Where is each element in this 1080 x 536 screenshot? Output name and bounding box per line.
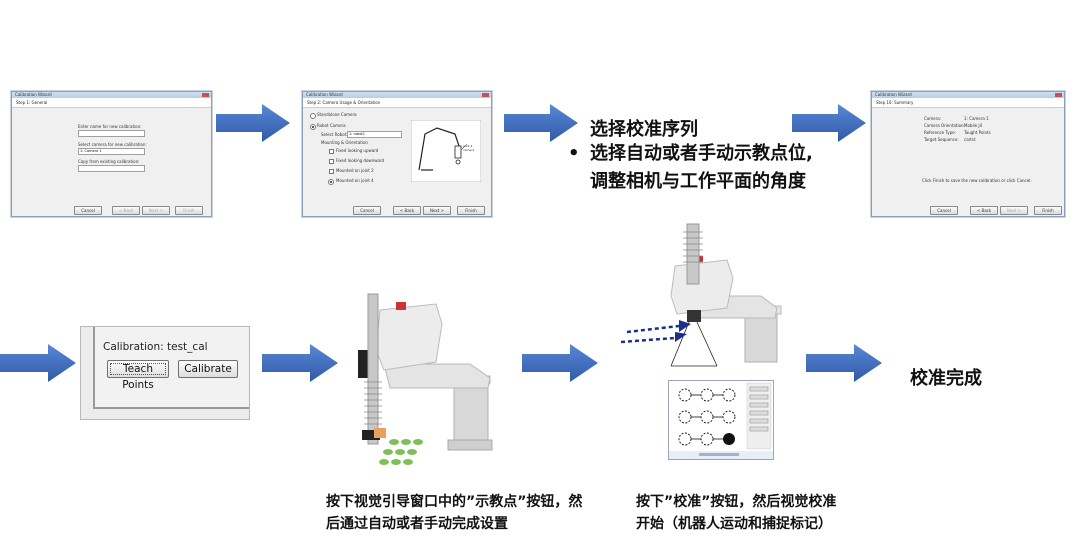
figure-note: joint 4 camera xyxy=(463,144,475,152)
wizard-title-bar: Calibration Wizard xyxy=(12,92,211,98)
finish-button[interactable]: Finish xyxy=(175,206,203,215)
wizard-title: Calibration Wizard xyxy=(875,92,912,97)
calibrate-caption-line: 按下”校准”按钮，然后视觉校准 xyxy=(636,494,837,510)
standalone-label: Standalone Camera xyxy=(317,112,357,117)
calibrate-button[interactable]: Calibrate xyxy=(178,360,238,378)
summary-value: Taught Points xyxy=(964,130,991,135)
wizard-title-bar: Calibration Wizard xyxy=(303,92,491,98)
flow-arrow xyxy=(504,104,578,142)
flow-arrow xyxy=(0,344,76,382)
back-button[interactable]: < Back xyxy=(970,206,998,215)
flow-arrow xyxy=(792,104,866,142)
cancel-button[interactable]: Cancel xyxy=(930,206,958,215)
camera-prompt: Select camera for new calibration: xyxy=(78,142,147,147)
next-button[interactable]: Next > xyxy=(1000,206,1028,215)
teach-points-label: Teach Points xyxy=(122,363,154,391)
wizard-body: Camera: 1: Camera 1 Camera Orientation: … xyxy=(872,108,1064,204)
teach-caption-line: 按下视觉引导窗口中的”示教点”按钮，然 xyxy=(326,494,583,510)
flow-arrow xyxy=(806,344,882,382)
wizard-title-bar: Calibration Wizard xyxy=(872,92,1064,98)
mount-option-label: Fixed looking upward xyxy=(336,148,379,153)
cancel-button[interactable]: Cancel xyxy=(353,206,381,215)
wizard-step-label: Step 2: Camera Usage & Orientation xyxy=(303,98,491,108)
mount-option-radio-selected[interactable] xyxy=(328,179,334,185)
flow-arrow xyxy=(216,104,290,142)
wizard-button-row: Cancel < Back Next > Finish xyxy=(872,206,1064,215)
wizard-window-camera-usage: Calibration Wizard Step 2: Camera Usage … xyxy=(302,91,492,217)
bullet-marker: • xyxy=(568,143,580,164)
next-button[interactable]: Next > xyxy=(423,206,451,215)
wizard-window-general: Calibration Wizard Step 1: General Enter… xyxy=(11,91,212,217)
robot-camera-radio[interactable] xyxy=(310,124,316,130)
select-robot-dropdown[interactable]: 1: robot1 xyxy=(347,131,402,138)
robot-orientation-figure xyxy=(411,120,481,182)
calibrate-label: Calibrate xyxy=(184,363,232,375)
bullet-line: 调整相机与工作平面的角度 xyxy=(590,171,806,192)
summary-key: Camera: xyxy=(924,116,942,121)
calibration-name-input[interactable] xyxy=(78,130,145,137)
wizard-body: Standalone Camera Robot Camera Select Ro… xyxy=(303,108,491,204)
mount-option-label: Mounted on joint 2 xyxy=(336,168,374,173)
mount-option-checkbox[interactable] xyxy=(329,159,334,164)
summary-value: Mobile J4 xyxy=(964,123,983,128)
summary-key: Camera Orientation: xyxy=(924,123,965,128)
wizard-title: Calibration Wizard xyxy=(306,92,343,97)
camera-select[interactable]: 1: Camera 1 xyxy=(78,148,145,155)
focus-ring xyxy=(110,363,166,375)
finish-button[interactable]: Finish xyxy=(1034,206,1062,215)
teach-points-button[interactable]: Teach Points xyxy=(107,360,169,391)
mount-option-checkbox[interactable] xyxy=(329,149,334,154)
teach-caption-line: 后通过自动或者手动完成设置 xyxy=(326,516,508,532)
vision-guide-calibration-panel: Calibration: test_cal Teach Points Calib… xyxy=(80,326,250,420)
wizard-button-row: Cancel < Back Next > Finish xyxy=(303,206,491,215)
calibration-name-label: Calibration: test_cal xyxy=(103,341,208,353)
wizard-step-label: Step 1: General xyxy=(12,98,211,108)
wizard-button-row: Cancel < Back Next > Finish xyxy=(12,206,211,215)
mount-option-label: Fixed looking downward xyxy=(336,158,385,163)
calibration-complete-label: 校准完成 xyxy=(910,368,982,389)
bullet-line: 选择自动或者手动示教点位, xyxy=(590,143,813,164)
wizard-title: Calibration Wizard xyxy=(15,92,52,97)
calibrate-caption-line: 开始（机器人运动和捕捉标记） xyxy=(636,516,832,532)
calibration-grid-screen xyxy=(668,380,774,460)
copy-prompt: Copy from existing calibration: xyxy=(78,159,140,164)
back-button[interactable]: < Back xyxy=(112,206,140,215)
select-robot-label: Select Robot: xyxy=(321,132,348,137)
next-button[interactable]: Next > xyxy=(142,206,170,215)
scara-robot-calibrating-illustration xyxy=(620,223,782,367)
wizard-body: Enter name for new calibration: Select c… xyxy=(12,108,211,204)
close-icon[interactable] xyxy=(482,93,489,97)
standalone-radio[interactable] xyxy=(310,113,316,119)
close-icon[interactable] xyxy=(1055,93,1062,97)
back-button[interactable]: < Back xyxy=(393,206,421,215)
select-sequence-title: 选择校准序列 xyxy=(590,119,698,140)
summary-key: Target Sequence: xyxy=(924,137,959,142)
mount-option-label: Mounted on joint 4 xyxy=(336,178,374,183)
mount-option-checkbox[interactable] xyxy=(329,169,334,174)
finish-note: Click Finish to save the new calibration… xyxy=(922,178,1032,183)
cancel-button[interactable]: Cancel xyxy=(74,206,102,215)
flow-arrow xyxy=(262,344,338,382)
wizard-step-label: Step 10: Summary xyxy=(872,98,1064,108)
summary-value: cartst xyxy=(964,137,976,142)
copy-calibration-select[interactable] xyxy=(78,165,145,172)
flow-arrow xyxy=(522,344,598,382)
summary-value: 1: Camera 1 xyxy=(964,116,989,121)
close-icon[interactable] xyxy=(202,93,209,97)
robot-camera-label: Robot Camera xyxy=(317,123,346,128)
mounting-label: Mounting & Orientation xyxy=(321,140,368,145)
summary-key: Reference Type: xyxy=(924,130,956,135)
wizard-window-summary: Calibration Wizard Step 10: Summary Came… xyxy=(871,91,1065,217)
scara-robot-teaching-illustration xyxy=(358,293,493,465)
finish-button[interactable]: Finish xyxy=(457,206,485,215)
name-prompt: Enter name for new calibration: xyxy=(78,124,142,129)
